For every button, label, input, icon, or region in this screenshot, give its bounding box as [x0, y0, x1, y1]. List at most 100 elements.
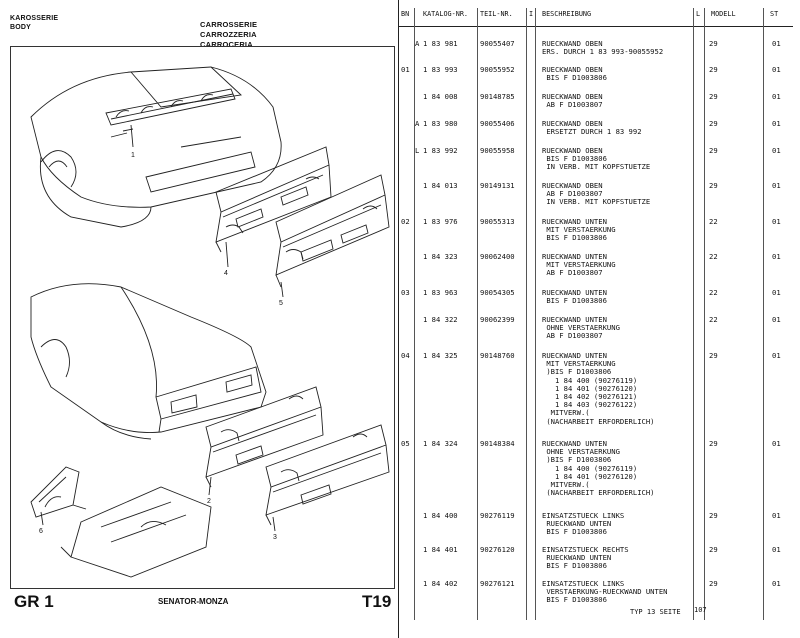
cell-teil-nr: 90062400 — [480, 252, 515, 261]
section-title-line: BODY — [10, 24, 32, 31]
cell-modell: 29 — [709, 439, 718, 448]
cell-st: 01 — [772, 351, 781, 360]
cell-st: 01 — [772, 439, 781, 448]
description-line: RUECKWAND UNTEN — [542, 315, 607, 324]
cell-modell: 29 — [709, 511, 718, 520]
cell-teil-nr: 90148785 — [480, 92, 515, 101]
model-label: SENATOR-MONZA — [158, 597, 229, 606]
description-line: BIS F D1003806 — [542, 561, 607, 571]
column-divider — [414, 8, 415, 620]
cell-bn: 04 — [401, 351, 410, 360]
cell-st: 01 — [772, 579, 781, 588]
cell-beschreibung: RUECKWAND OBEN BIS F D1003806 IN VERB. M… — [542, 146, 651, 172]
cell-modell: 22 — [709, 288, 718, 297]
cell-st: 01 — [772, 545, 781, 554]
cell-code: L — [415, 146, 420, 155]
description-line: RUECKWAND OBEN — [542, 181, 603, 190]
cell-modell: 29 — [709, 119, 718, 128]
description-line: BIS F D1003806 — [542, 154, 607, 164]
description-line: (NACHARBEIT ERFORDERLICH) — [542, 416, 655, 426]
cell-katalog-nr: 1 84 322 — [423, 315, 458, 324]
cell-teil-nr: 90148760 — [480, 351, 515, 360]
description-line: RUECKWAND UNTEN — [542, 217, 607, 226]
header-i: I — [529, 10, 534, 18]
cell-katalog-nr: 1 84 402 — [423, 579, 458, 588]
description-line: MITVERW.( — [542, 408, 590, 418]
column-divider — [526, 8, 527, 620]
description-line: RUECKWAND UNTEN — [542, 252, 607, 261]
description-line: 1 84 401 (90276120) — [542, 383, 638, 393]
cell-beschreibung: RUECKWAND OBEN AB F D1003807 — [542, 92, 603, 110]
section-title-fr-it-es: CARROSSERIE CARROZZERIA CARROCERIA — [200, 20, 257, 50]
cell-modell: 22 — [709, 252, 718, 261]
description-line: MIT VERSTAERKUNG — [542, 225, 616, 235]
leader-line — [225, 241, 229, 268]
cell-teil-nr: 90276119 — [480, 511, 515, 520]
cell-modell: 29 — [709, 65, 718, 74]
description-line: ERSETZT DURCH 1 83 992 — [542, 127, 642, 137]
cell-teil-nr: 90055407 — [480, 39, 515, 48]
cell-katalog-nr: 1 84 400 — [423, 511, 458, 520]
description-line: 1 84 400 (90276119) — [542, 463, 638, 473]
cell-bn: 05 — [401, 439, 410, 448]
cell-bn: 03 — [401, 288, 410, 297]
cell-st: 01 — [772, 146, 781, 155]
cell-beschreibung: RUECKWAND UNTEN OHNE VERSTAERKUNG )BIS F… — [542, 439, 655, 497]
leader-line — [40, 511, 44, 526]
cell-beschreibung: RUECKWAND OBEN ERSETZT DURCH 1 83 992 — [542, 119, 642, 137]
description-line: EINSATZSTUECK LINKS — [542, 579, 625, 588]
cell-katalog-nr: 1 83 981 — [423, 39, 458, 48]
cell-beschreibung: RUECKWAND UNTEN MIT VERSTAERKUNG )BIS F … — [542, 351, 655, 426]
rear-panel-upper-4 — [215, 146, 332, 253]
leader-line — [280, 281, 284, 298]
parts-table: BN KATALOG-NR. TEIL-NR. I BESCHREIBUNG L… — [398, 0, 800, 638]
section-title-de-en: KAROSSERIE BODY — [10, 14, 58, 32]
cell-teil-nr: 90062399 — [480, 315, 515, 324]
table-code: T19 — [362, 592, 392, 611]
cell-teil-nr: 90055406 — [480, 119, 515, 128]
group-label: GR 1 — [14, 592, 54, 611]
header-katalog: KATALOG-NR. — [423, 10, 469, 18]
description-line: 1 84 401 (90276120) — [542, 471, 638, 481]
description-line: RUECKWAND OBEN — [542, 92, 603, 101]
cell-st: 01 — [772, 217, 781, 226]
description-line: AB F D1003807 — [542, 100, 603, 110]
description-line: AB F D1003807 — [542, 268, 603, 278]
description-line: RUECKWAND OBEN — [542, 39, 603, 48]
leader-line — [208, 476, 212, 496]
cell-katalog-nr: 1 83 993 — [423, 65, 458, 74]
header-bn: BN — [401, 10, 410, 18]
description-line: RUECKWAND UNTEN — [542, 439, 607, 448]
cell-teil-nr: 90149131 — [480, 181, 515, 190]
description-line: )BIS F D1003806 — [542, 455, 612, 465]
callout-3: 3 — [273, 534, 277, 541]
cell-beschreibung: RUECKWAND OBEN BIS F D1003806 — [542, 65, 607, 82]
cell-modell: 29 — [709, 146, 718, 155]
description-line: RUECKWAND OBEN — [542, 146, 603, 155]
description-line: MITVERW.( — [542, 480, 590, 490]
description-line: MIT VERSTAERKUNG — [542, 359, 616, 369]
cell-st: 01 — [772, 119, 781, 128]
parts-diagram: 1 4 5 2 3 6 — [30, 66, 390, 578]
upper-car-outline — [30, 66, 282, 228]
column-divider — [704, 8, 705, 620]
description-line: BIS F D1003806 — [542, 527, 607, 537]
description-line: OHNE VERSTAERKUNG — [542, 447, 620, 457]
cell-teil-nr: 90055313 — [480, 217, 515, 226]
rear-panel-upper-5 — [275, 174, 390, 288]
cell-katalog-nr: 1 83 963 — [423, 288, 458, 297]
description-line: MIT VERSTAERKUNG — [542, 260, 616, 270]
rear-panel-lower-2 — [205, 386, 324, 488]
cell-beschreibung: RUECKWAND UNTEN BIS F D1003806 — [542, 288, 607, 305]
header-st: ST — [770, 10, 779, 18]
cell-code: A — [415, 39, 420, 48]
cell-modell: 29 — [709, 351, 718, 360]
cell-beschreibung: EINSATZSTUECK LINKS RUECKWAND UNTEN BIS … — [542, 511, 624, 537]
cell-teil-nr: 90276120 — [480, 545, 515, 554]
description-line: IN VERB. MIT KOPFSTUETZE — [542, 162, 651, 172]
description-line: 1 84 403 (90276122) — [542, 400, 638, 410]
section-title-line: CARROCERIA — [200, 40, 253, 49]
cell-modell: 29 — [709, 92, 718, 101]
cell-katalog-nr: 1 84 008 — [423, 92, 458, 101]
